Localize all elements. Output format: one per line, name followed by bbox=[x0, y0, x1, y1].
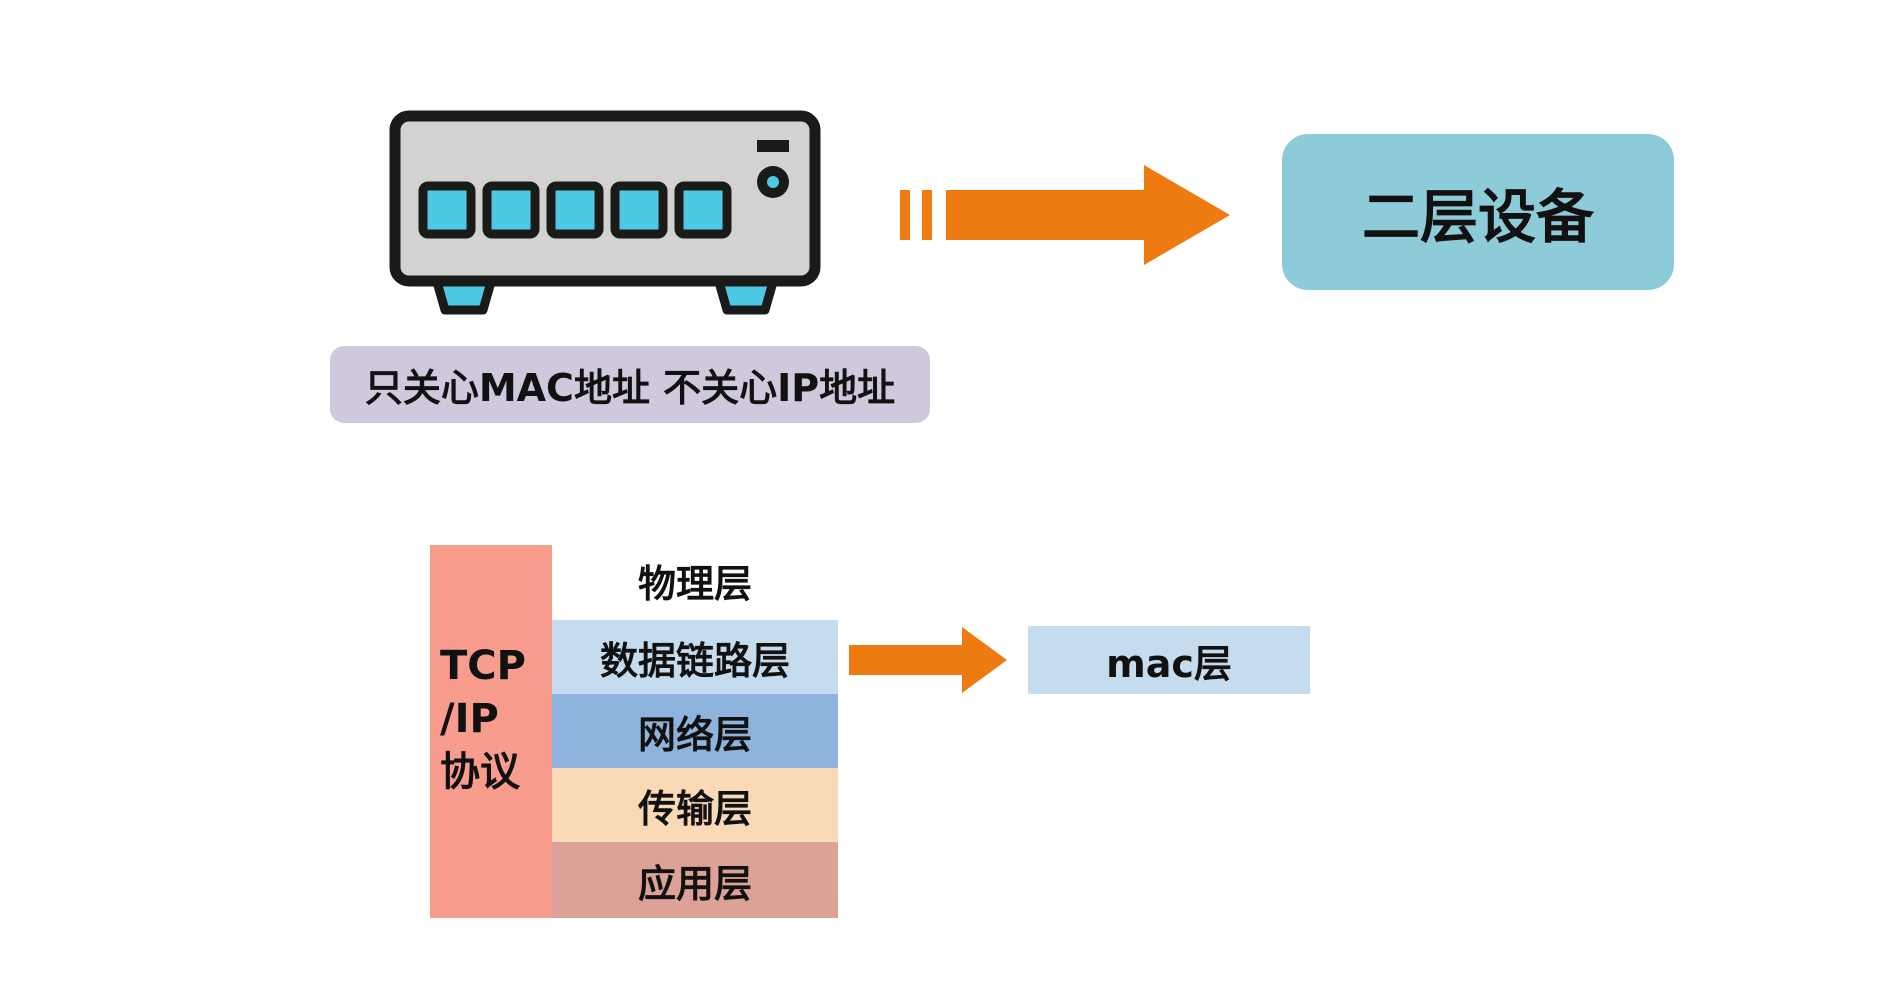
tcpip-label-line: 协议 bbox=[440, 749, 520, 795]
layer-transport: 传输层 bbox=[552, 768, 838, 842]
layer2-device-label: 二层设备 bbox=[1282, 134, 1674, 290]
switch-feet bbox=[432, 277, 778, 315]
network-switch-icon bbox=[389, 110, 821, 315]
layer-datalink: 数据链路层 bbox=[552, 620, 838, 694]
tcpip-label: TCP /IP 协议 bbox=[440, 640, 540, 799]
layer-network: 网络层 bbox=[552, 694, 838, 768]
switch-ports bbox=[418, 181, 732, 239]
layer-physical: 物理层 bbox=[637, 561, 752, 606]
arrow-right-icon bbox=[900, 165, 1230, 265]
status-led bbox=[757, 140, 789, 152]
arrow-right-icon bbox=[849, 627, 1007, 693]
tcpip-label-line: TCP bbox=[440, 643, 526, 689]
layer-application: 应用层 bbox=[552, 842, 838, 918]
tcpip-column bbox=[430, 545, 552, 918]
tcpip-label-line: /IP bbox=[440, 696, 499, 742]
device-caption: 只关心MAC地址 不关心IP地址 bbox=[330, 346, 930, 423]
mac-layer-label: mac层 bbox=[1028, 626, 1310, 694]
